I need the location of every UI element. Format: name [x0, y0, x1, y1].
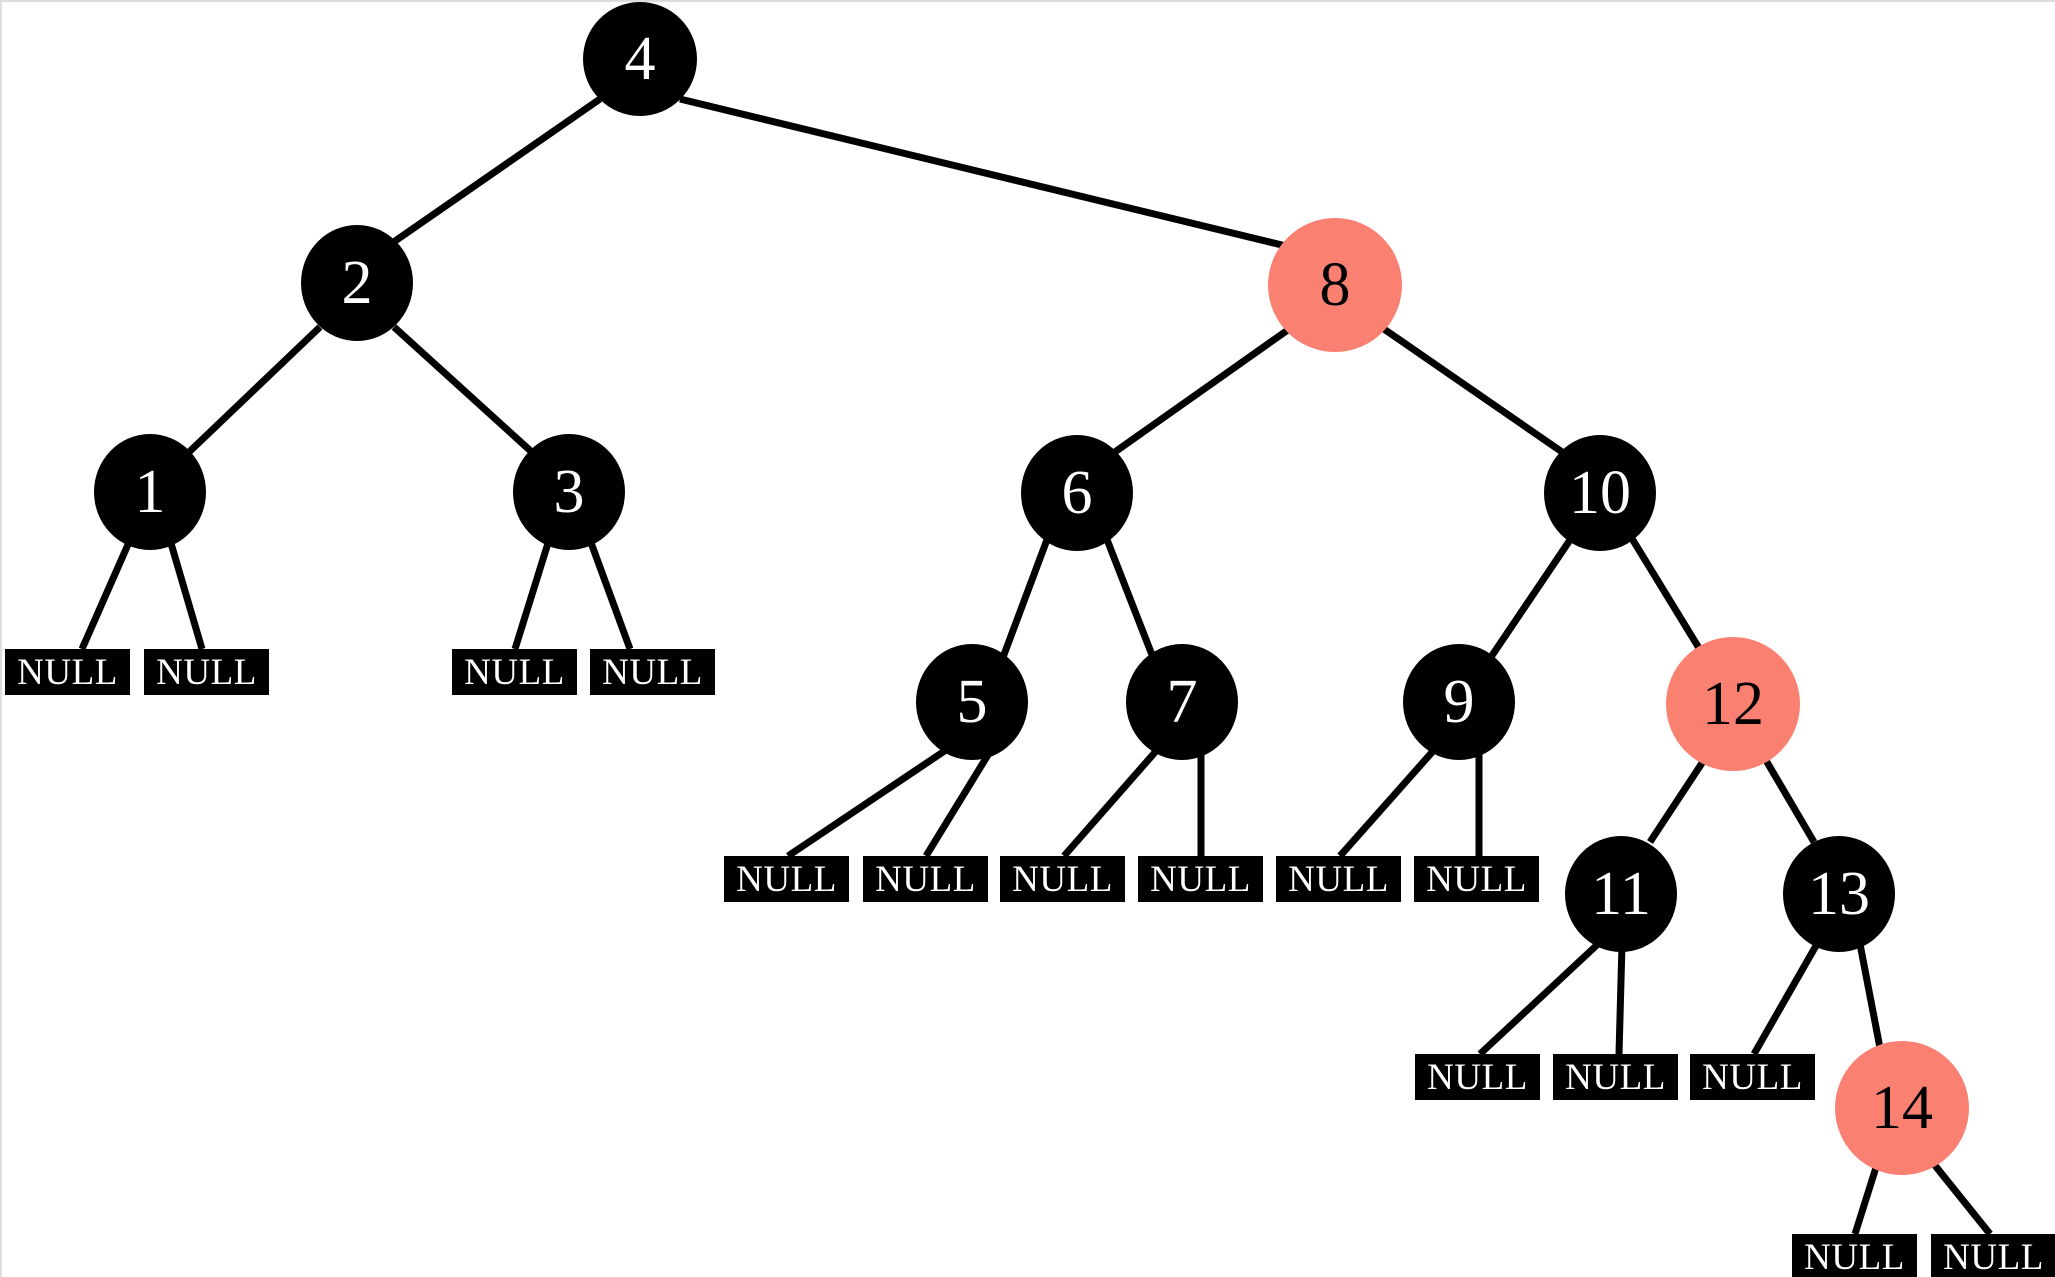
- tree-null-leaf: NULL: [1414, 856, 1539, 902]
- tree-null-leaf-label: NULL: [17, 651, 118, 693]
- tree-null-leaf-label: NULL: [1565, 1056, 1666, 1098]
- tree-null-leaf: NULL: [144, 649, 269, 695]
- tree-null-leaf: NULL: [1000, 856, 1125, 902]
- tree-node-label: 13: [1808, 860, 1870, 928]
- tree-null-leaf-label: NULL: [1943, 1236, 2044, 1277]
- tree-null-leaf: NULL: [1138, 856, 1263, 902]
- tree-null-leaf-label: NULL: [736, 858, 837, 900]
- tree-edge-n5-l5a: [786, 747, 948, 859]
- tree-null-leaf-label: NULL: [156, 651, 257, 693]
- tree-edge-n12-n13: [1760, 755, 1818, 844]
- tree-node-3[interactable]: 3: [513, 434, 625, 550]
- tree-edge-n7-l7a: [1061, 747, 1160, 859]
- tree-node-9[interactable]: 9: [1403, 644, 1515, 760]
- tree-null-leaf: NULL: [1792, 1234, 1917, 1277]
- tree-edge-n11-l11b: [1615, 943, 1626, 1055]
- tree-edge-n11-l11a: [1477, 941, 1601, 1057]
- tree-node-label: 7: [1166, 668, 1198, 736]
- tree-node-7[interactable]: 7: [1126, 644, 1238, 760]
- tree-node-label: 6: [1061, 459, 1093, 527]
- tree-null-leaf: NULL: [1415, 1054, 1540, 1100]
- tree-edge-n8-n6: [1109, 324, 1295, 457]
- tree-node-label: 8: [1319, 251, 1351, 319]
- tree-edge-n4-n8: [679, 95, 1291, 251]
- tree-null-leaf-label: NULL: [1288, 858, 1389, 900]
- tree-edge-n8-n10: [1379, 324, 1567, 457]
- tree-edge-n5-l5b: [923, 748, 994, 858]
- tree-edge-n2-n3: [391, 324, 537, 457]
- tree-null-leaf: NULL: [724, 856, 849, 902]
- tree-node-label: 12: [1702, 670, 1764, 738]
- tree-edge-n3-l3a: [511, 538, 553, 651]
- tree-edge-n1-l1a: [78, 538, 134, 651]
- tree-null-leaf: NULL: [1690, 1054, 1815, 1100]
- tree-null-leaf-label: NULL: [1012, 858, 1113, 900]
- tree-edge-n4-n2: [383, 96, 602, 251]
- tree-node-label: 2: [341, 249, 373, 317]
- tree-node-2[interactable]: 2: [301, 225, 413, 341]
- tree-edge-n2-n1: [184, 324, 323, 457]
- tree-null-leaf: NULL: [452, 649, 577, 695]
- tree-null-leaf: NULL: [1276, 856, 1401, 902]
- tree-edge-n6-n7: [1102, 535, 1158, 662]
- tree-edge-n3-l3b: [586, 538, 634, 651]
- tree-edge-n9-l9a: [1337, 747, 1437, 859]
- tree-null-leaf: NULL: [863, 856, 988, 902]
- tree-node-13[interactable]: 13: [1783, 836, 1895, 952]
- tree-node-label: 3: [553, 458, 585, 526]
- tree-node-6[interactable]: 6: [1021, 435, 1133, 551]
- tree-null-leaf: NULL: [1553, 1054, 1678, 1100]
- tree-node-11[interactable]: 11: [1565, 836, 1677, 952]
- tree-node-14[interactable]: 14: [1835, 1041, 1969, 1175]
- tree-null-leaf-label: NULL: [1427, 1056, 1528, 1098]
- tree-node-4[interactable]: 4: [583, 2, 697, 116]
- tree-node-1[interactable]: 1: [94, 434, 206, 550]
- tree-null-leaf: NULL: [590, 649, 715, 695]
- tree-edge-n10-n12: [1628, 535, 1705, 655]
- tree-null-leaf-label: NULL: [1426, 858, 1527, 900]
- tree-node-10[interactable]: 10: [1544, 435, 1656, 551]
- tree-node-8[interactable]: 8: [1268, 218, 1402, 352]
- tree-null-leaf-label: NULL: [1804, 1236, 1905, 1277]
- tree-edge-n12-n11: [1647, 755, 1709, 844]
- tree-null-leaf-label: NULL: [1150, 858, 1251, 900]
- tree-null-leaf-label: NULL: [1702, 1056, 1803, 1098]
- tree-edge-n1-l1b: [166, 539, 206, 650]
- tree-edge-n6-n5: [998, 535, 1052, 662]
- tree-null-leaf-label: NULL: [875, 858, 976, 900]
- tree-node-label: 1: [134, 458, 166, 526]
- tree-node-label: 10: [1569, 459, 1631, 527]
- tree-edge-n14-l14a: [1851, 1156, 1883, 1236]
- tree-edge-n14-l14b: [1926, 1155, 1993, 1237]
- tree-node-label: 9: [1443, 668, 1475, 736]
- tree-node-5[interactable]: 5: [916, 644, 1028, 760]
- tree-edge-n13-n14: [1856, 943, 1884, 1049]
- tree-node-label: 4: [624, 25, 656, 93]
- tree-node-label: 14: [1871, 1074, 1933, 1142]
- tree-node-12[interactable]: 12: [1666, 637, 1800, 771]
- tree-null-leaf-label: NULL: [602, 651, 703, 693]
- tree-null-leaf: NULL: [1931, 1234, 2055, 1277]
- tree-edge-n13-l13a: [1750, 942, 1821, 1056]
- tree-null-leaf: NULL: [5, 649, 130, 695]
- tree-null-leaf-label: NULL: [464, 651, 565, 693]
- tree-node-label: 11: [1591, 860, 1651, 928]
- tree-edge-n10-n9: [1486, 535, 1575, 662]
- tree-node-label: 5: [956, 668, 988, 736]
